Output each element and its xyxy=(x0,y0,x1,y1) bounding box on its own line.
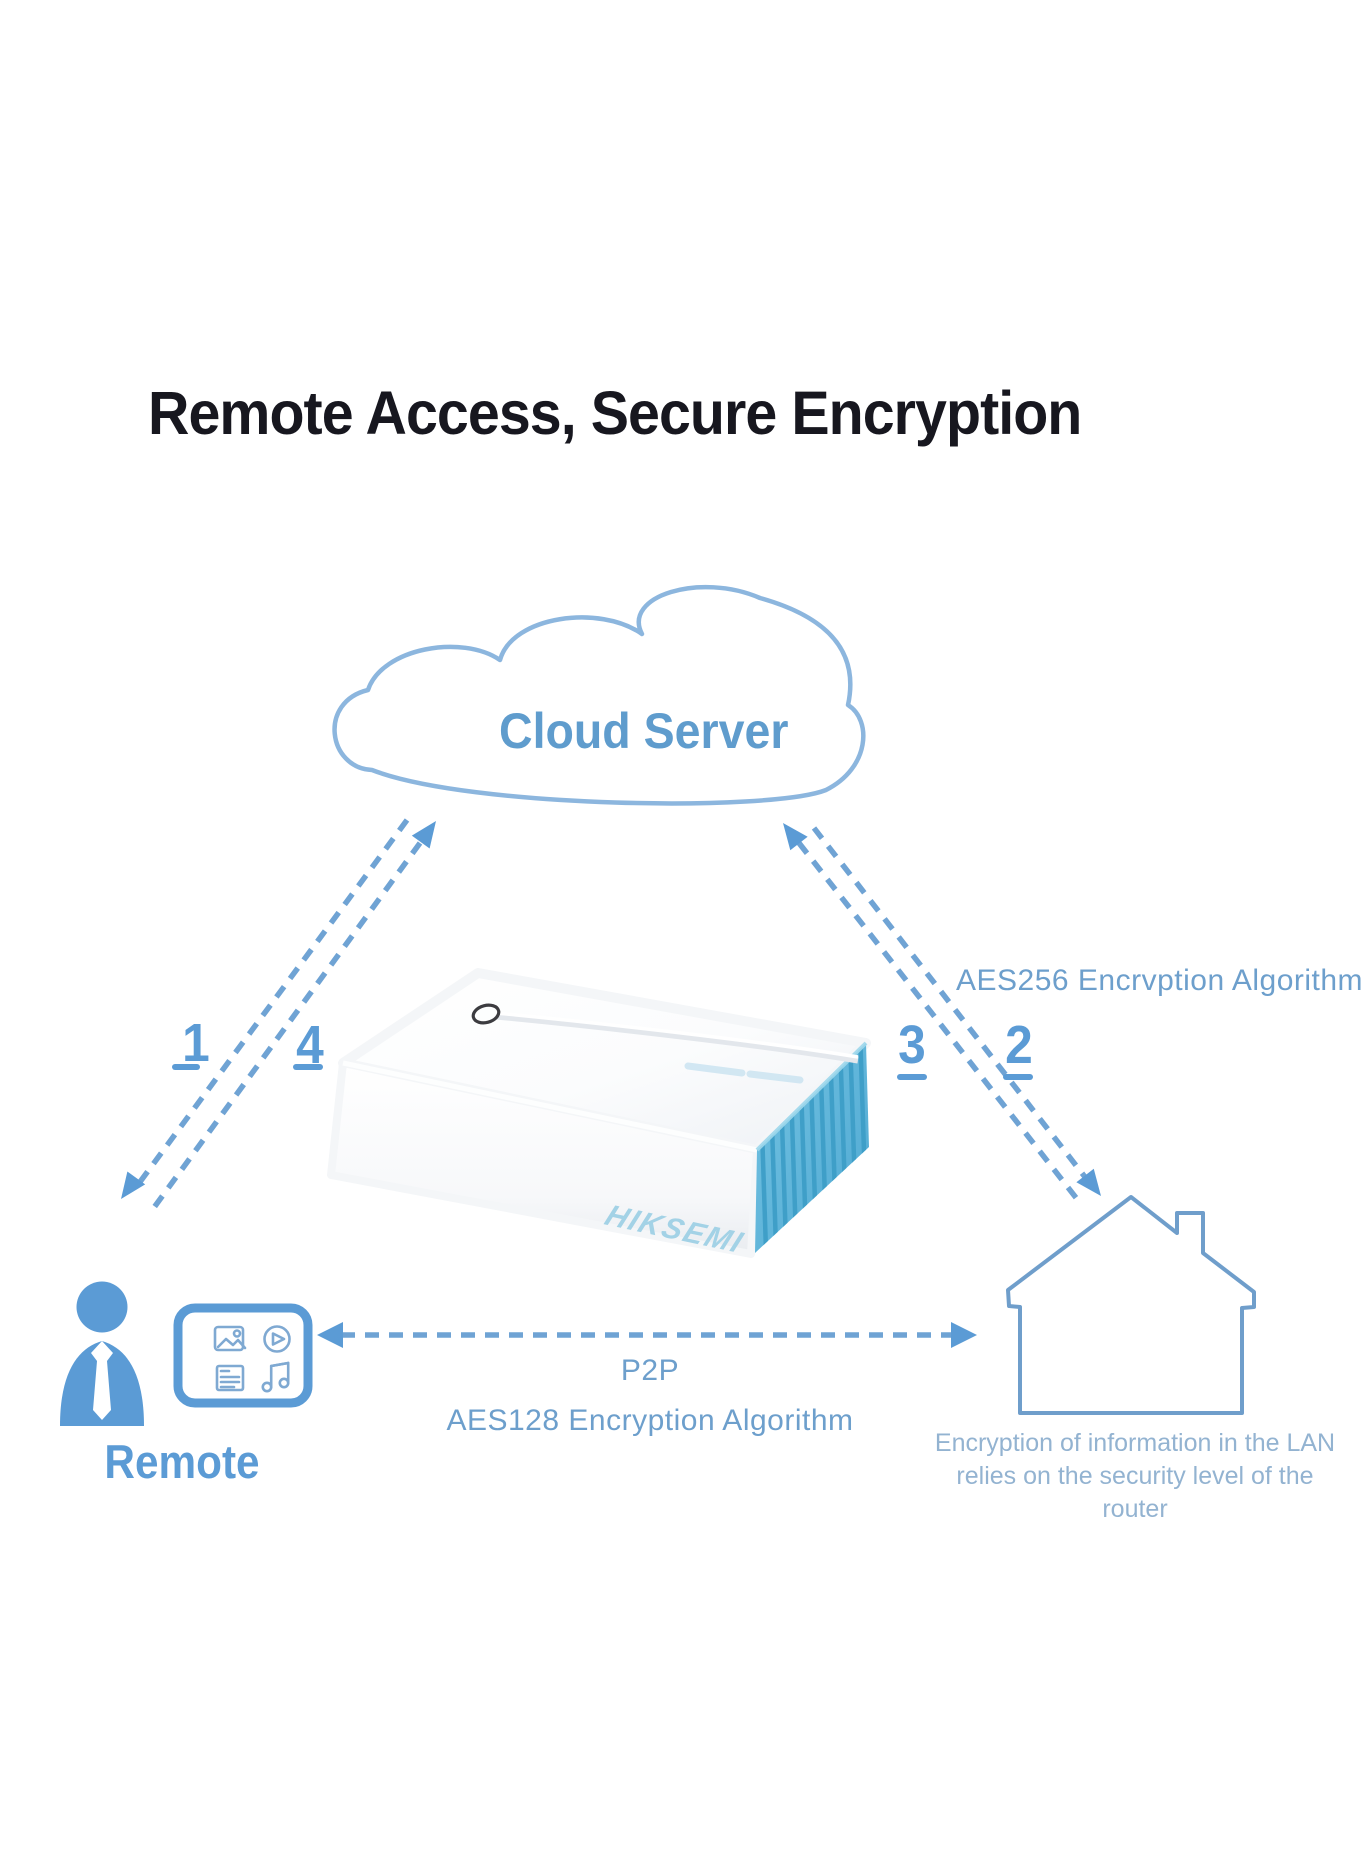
nas-side-vents xyxy=(760,1048,867,1251)
nas-top-seam-highlight xyxy=(495,1011,859,1059)
house-caption-line2: relies on the security level of the rout… xyxy=(956,1462,1314,1523)
music-note-icon xyxy=(261,1361,290,1393)
step-number-2: 2 xyxy=(1005,1015,1033,1075)
cloud-shape xyxy=(332,584,866,806)
remote-cloud-arrow-line-down xyxy=(134,818,410,1188)
cloud-house-arrow xyxy=(796,826,1088,1201)
page-title: Remote Access, Secure Encryption xyxy=(148,379,1082,447)
step-1-underline xyxy=(172,1064,200,1070)
nas-front-edge-highlight xyxy=(342,1060,758,1153)
step-number-1: 1 xyxy=(182,1013,210,1073)
document-icon xyxy=(215,1364,245,1392)
p2p-label: P2P xyxy=(620,1354,680,1387)
arrowhead-to-remote xyxy=(121,1171,146,1199)
remote-label: Remote xyxy=(104,1435,260,1488)
video-play-icon xyxy=(263,1325,291,1353)
arrowhead-to-house xyxy=(1076,1168,1101,1196)
arrowhead-to-tablet xyxy=(317,1322,343,1348)
photo-icon xyxy=(213,1325,247,1352)
user-tie xyxy=(91,1341,113,1420)
remote-cloud-arrow-line-up xyxy=(147,841,423,1215)
aes128-label: AES128 Encryption Algorithm xyxy=(446,1404,854,1437)
house-caption: Encryption of information in the LAN rel… xyxy=(933,1427,1337,1526)
tablet-icon xyxy=(173,1303,313,1408)
user-head xyxy=(76,1281,128,1333)
house-icon xyxy=(1006,1195,1256,1415)
power-button-icon xyxy=(471,1003,501,1025)
remote-cloud-arrow xyxy=(134,818,423,1215)
arrowhead-to-cloud-left xyxy=(411,821,436,849)
step-2-underline xyxy=(1003,1074,1033,1080)
step-3-underline xyxy=(897,1074,927,1080)
step-4-underline xyxy=(293,1064,323,1070)
tablet-frame xyxy=(173,1303,313,1408)
cloud-server-label: Cloud Server xyxy=(499,703,789,759)
house-caption-line1: Encryption of information in the LAN xyxy=(934,1429,1336,1457)
remote-user-icon xyxy=(60,1281,144,1426)
nas-device: HIKSEMI xyxy=(327,968,871,1259)
nas-top-print xyxy=(684,1062,804,1084)
arrowhead-to-cloud-right xyxy=(783,823,808,851)
nas-top-seam xyxy=(495,1012,859,1064)
cloud-house-arrow-line-up xyxy=(796,841,1080,1201)
p2p-arrow xyxy=(317,1322,977,1348)
cloud-house-arrow-line-down xyxy=(811,826,1088,1179)
aes256-label: AES256 Encrvption Algorithm xyxy=(956,964,1364,997)
step-number-3: 3 xyxy=(898,1015,926,1075)
arrowhead-to-house-p2p xyxy=(951,1322,977,1348)
